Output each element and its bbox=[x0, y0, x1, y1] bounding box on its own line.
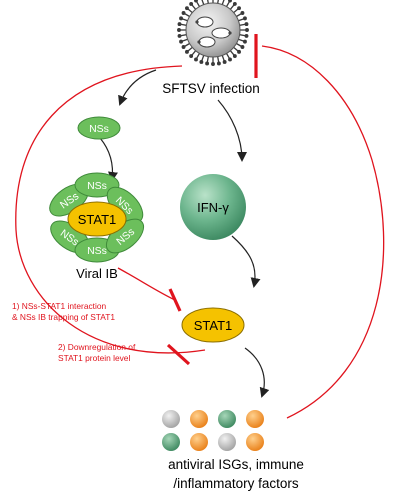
factor-dot-orange bbox=[246, 410, 264, 428]
output-label-line-2: /inflammatory factors bbox=[173, 476, 299, 491]
stat1-trapped-node bbox=[67, 201, 127, 237]
sftsv-infection-label: SFTSV infection bbox=[162, 81, 260, 96]
inhibition-line-1 bbox=[117, 267, 176, 301]
arrow-infection-to-nss bbox=[118, 69, 157, 106]
sftsv-virus-icon bbox=[177, 0, 249, 66]
factor-dot-green bbox=[218, 410, 236, 428]
svg-text:NSs: NSs bbox=[89, 123, 109, 135]
factor-dot-orange bbox=[190, 410, 208, 428]
viral-inclusion-body: NSs NSs NSs NSs NSs NSs STAT1 bbox=[49, 172, 145, 263]
factor-dot-grey bbox=[162, 410, 180, 428]
factor-dot-grey bbox=[218, 433, 236, 451]
arrow-stat1-to-factors bbox=[244, 347, 270, 398]
arrow-infection-to-ifn bbox=[217, 99, 247, 162]
svg-text:STAT1: STAT1 bbox=[194, 318, 233, 333]
right-feedback-arc bbox=[261, 45, 385, 419]
svg-text:STAT1: STAT1 bbox=[78, 212, 117, 227]
left-feedback-arc bbox=[15, 65, 206, 354]
stat1-node: STAT1 bbox=[181, 307, 245, 343]
mechanism-1-line-2: & NSs IB trapping of STAT1 bbox=[12, 312, 115, 322]
svg-text:NSs: NSs bbox=[87, 180, 107, 192]
inhibition-bar-1 bbox=[168, 288, 182, 312]
output-label-line-1: antiviral ISGs, immune bbox=[168, 457, 304, 472]
arrow-ifn-to-stat1 bbox=[231, 235, 261, 288]
inhibition-bar-2 bbox=[166, 343, 191, 366]
ifn-gamma-node: IFN-γ bbox=[180, 174, 246, 240]
viral-ib-label: Viral IB bbox=[76, 266, 118, 281]
nss-protein-node: NSs bbox=[77, 116, 121, 140]
mechanism-2-line-1: 2) Downregulation of bbox=[58, 342, 136, 352]
svg-text:NSs: NSs bbox=[87, 245, 107, 257]
mechanism-2-line-2: STAT1 protein level bbox=[58, 353, 130, 363]
svg-text:IFN-γ: IFN-γ bbox=[197, 200, 229, 215]
mechanism-1-line-1: 1) NSs-STAT1 interaction bbox=[12, 301, 107, 311]
factor-dot-green bbox=[162, 433, 180, 451]
factor-dot-orange bbox=[190, 433, 208, 451]
factor-dots-grid bbox=[162, 410, 264, 451]
factor-dot-orange bbox=[246, 433, 264, 451]
